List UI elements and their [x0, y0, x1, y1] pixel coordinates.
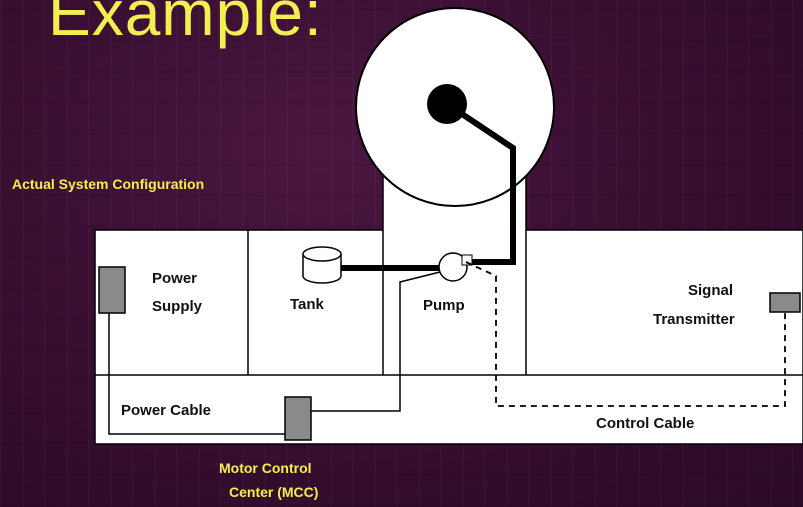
power-cable-line [108, 313, 285, 435]
tank-label: Tank [290, 296, 324, 313]
power-supply-label-2: Supply [152, 298, 203, 315]
signal-transmitter-box [769, 292, 801, 313]
pump-icon [438, 252, 473, 282]
control-cable-label: Control Cable [596, 415, 695, 432]
pump-label: Pump [423, 297, 465, 314]
control-cable-line [465, 261, 786, 407]
mcc-label-2: Center (MCC) [229, 484, 319, 500]
power-supply-box [98, 266, 126, 314]
mcc-box [284, 396, 312, 441]
signal-label-2: Transmitter [653, 311, 735, 328]
signal-label-1: Signal [688, 282, 734, 299]
diagram-caption: Actual System Configuration [12, 176, 205, 192]
motor-cable-line [311, 271, 441, 412]
drive-line [445, 101, 516, 265]
mcc-label-1: Motor Control [219, 460, 312, 476]
page-title: Example: [48, 0, 323, 49]
tank-icon [302, 246, 342, 284]
power-supply-label-1: Power [152, 270, 198, 287]
power-cable-label: Power Cable [121, 402, 212, 419]
